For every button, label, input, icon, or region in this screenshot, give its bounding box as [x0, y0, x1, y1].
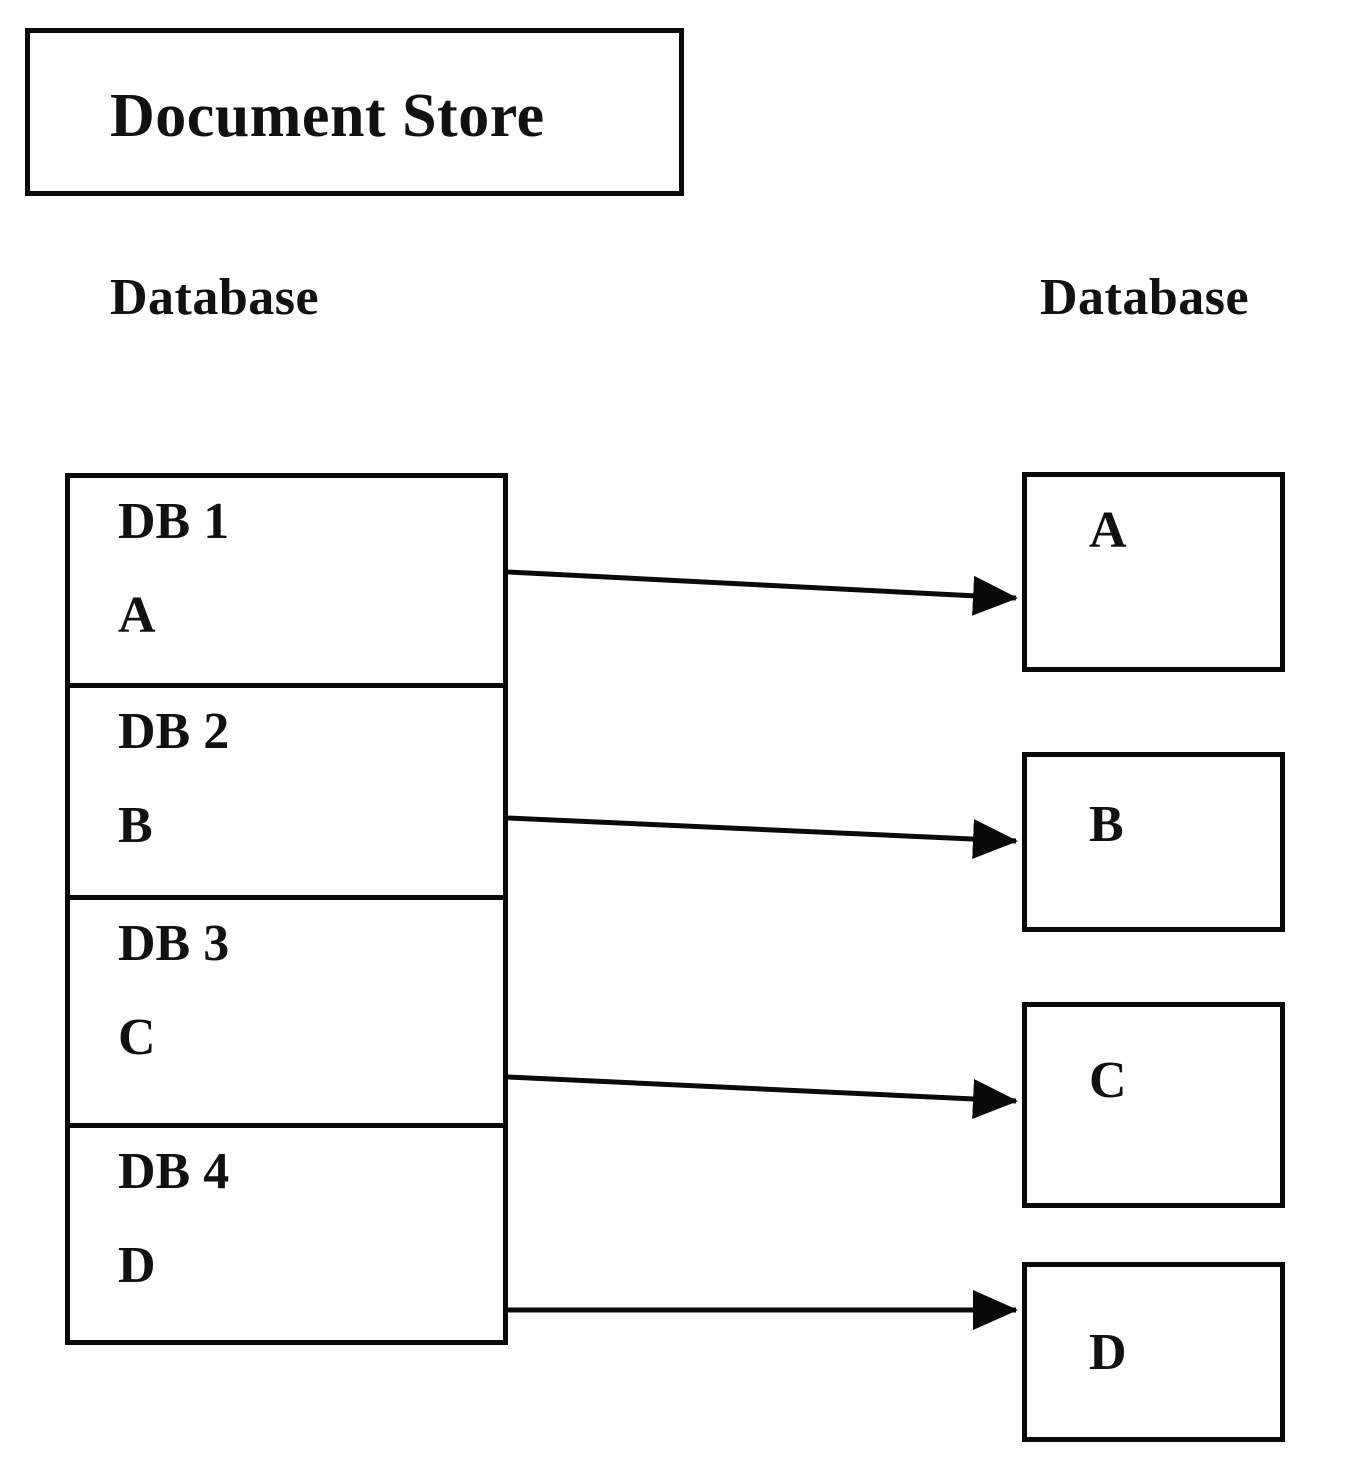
- table-row: DB 4 D: [70, 1128, 503, 1340]
- target-database-box-b: B: [1022, 752, 1285, 932]
- db-name-label: DB 4: [118, 1143, 230, 1200]
- target-database-box-c: C: [1022, 1002, 1285, 1208]
- document-store-title: Document Store: [110, 82, 545, 150]
- db-document-label: B: [118, 797, 153, 854]
- target-database-box-a: A: [1022, 472, 1285, 672]
- document-store-table: DB 1 A DB 2 B DB 3 C DB 4 D: [65, 473, 508, 1345]
- target-database-label: D: [1089, 1324, 1127, 1381]
- connector-arrow-db3-to-c: [507, 1074, 1018, 1119]
- db-name-label: DB 1: [118, 493, 230, 550]
- db-document-label: D: [118, 1237, 156, 1294]
- target-database-box-d: D: [1022, 1262, 1285, 1442]
- table-row: DB 3 C: [70, 900, 503, 1128]
- db-name-label: DB 3: [118, 915, 230, 972]
- target-database-label: C: [1089, 1052, 1127, 1109]
- db-document-label: A: [118, 587, 156, 644]
- connector-arrow-db1-to-a: [507, 569, 1018, 616]
- db-name-label: DB 2: [118, 703, 230, 760]
- target-database-label: A: [1089, 502, 1127, 559]
- connector-arrow-db2-to-b: [507, 815, 1018, 860]
- right-column-heading: Database: [1040, 269, 1250, 326]
- db-document-label: C: [118, 1009, 156, 1066]
- target-database-label: B: [1089, 796, 1124, 853]
- document-store-title-box: Document Store: [25, 28, 684, 196]
- table-row: DB 2 B: [70, 688, 503, 900]
- table-row: DB 1 A: [70, 478, 503, 688]
- left-column-heading: Database: [110, 269, 320, 326]
